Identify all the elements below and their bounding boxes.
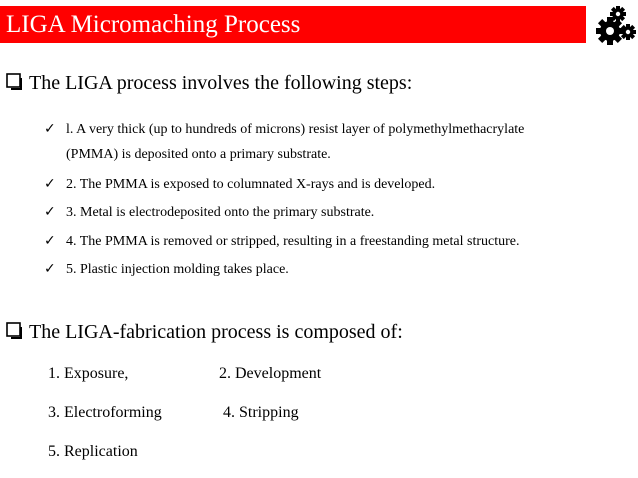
check-icon: ✓ [44,233,56,249]
checkbox-bullet-icon [6,73,22,90]
list-item: ✓4. The PMMA is removed or stripped, res… [44,233,520,249]
list-item: ✓5. Plastic injection molding takes plac… [44,261,289,277]
list-item: ✓l. A very thick (up to hundreds of micr… [44,121,525,137]
section-heading-text: The LIGA-fabrication process is composed… [29,321,403,343]
check-icon: ✓ [44,261,56,277]
list-item-continuation: (PMMA) is deposited onto a primary subst… [66,147,331,162]
check-icon: ✓ [44,176,56,192]
section-heading-text: The LIGA process involves the following … [29,72,413,94]
process-part: 1. Exposure, [48,365,129,382]
title-bar: LIGA Micromaching Process [0,6,586,43]
list-item: ✓2. The PMMA is exposed to columnated X-… [44,176,436,192]
check-icon: ✓ [44,121,56,137]
list-item: ✓3. Metal is electrodeposited onto the p… [44,204,375,220]
process-part: 5. Replication [48,443,138,460]
check-icon: ✓ [44,204,56,220]
section-heading-composition: The LIGA-fabrication process is composed… [6,320,403,344]
checkbox-bullet-icon [6,322,22,339]
slide-title: LIGA Micromaching Process [6,11,301,38]
section-heading-steps: The LIGA process involves the following … [6,71,412,95]
process-part: 2. Development [219,365,322,382]
gears-icon [596,6,636,45]
process-part: 4. Stripping [223,404,299,421]
process-part: 3. Electroforming [48,404,162,421]
